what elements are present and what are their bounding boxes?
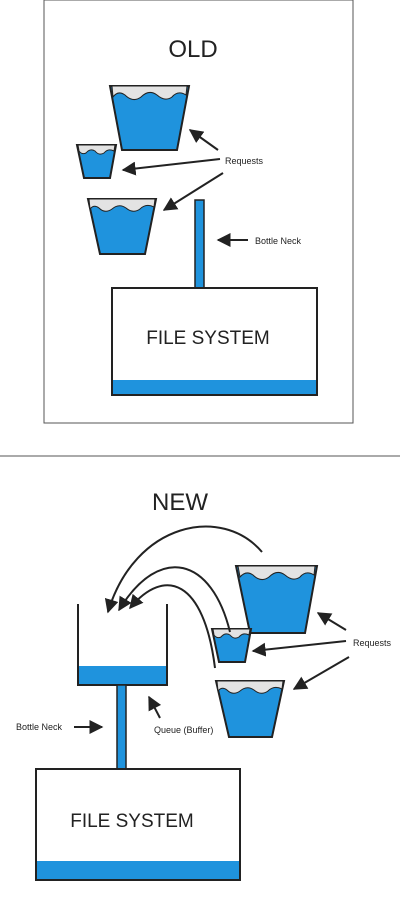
new-file-system-label: FILE SYSTEM (70, 811, 194, 832)
new-request-bucket-small (210, 628, 253, 663)
old-file-system (111, 287, 318, 396)
old-title: OLD (168, 36, 217, 63)
new-curve-arrow-medium (118, 566, 231, 633)
new-request-arrow-medium (292, 656, 350, 690)
new-file-system (35, 768, 241, 881)
old-request-bucket-large (108, 85, 191, 151)
new-panel: NEW FILE SYSTEM (16, 489, 392, 881)
old-requests-label: Requests (225, 156, 264, 166)
old-bottleneck-label: Bottle Neck (255, 236, 302, 246)
old-panel: OLD FILE SYSTEM Requests Bo (43, 0, 354, 424)
old-bottleneck-pipe (194, 199, 205, 302)
new-request-arrow-small (251, 640, 347, 657)
queue-buffer (77, 604, 168, 686)
new-curve-arrow-large (104, 525, 263, 614)
old-request-bucket-small (75, 144, 118, 179)
queue-arrow (148, 695, 162, 719)
new-bottleneck-label: Bottle Neck (16, 722, 63, 732)
new-requests-label: Requests (353, 638, 392, 648)
old-request-arrow-large (188, 129, 219, 151)
new-request-bucket-medium (214, 680, 286, 738)
old-request-arrow-medium (162, 172, 224, 211)
new-request-bucket-large (234, 565, 319, 634)
old-request-bucket-medium (86, 198, 158, 255)
old-request-arrow-small (121, 158, 221, 176)
queue-label: Queue (Buffer) (154, 725, 213, 735)
new-curve-arrow-small (129, 584, 216, 669)
new-title: NEW (152, 489, 208, 516)
old-file-system-label: FILE SYSTEM (146, 328, 270, 349)
new-request-arrow-large (316, 612, 347, 631)
